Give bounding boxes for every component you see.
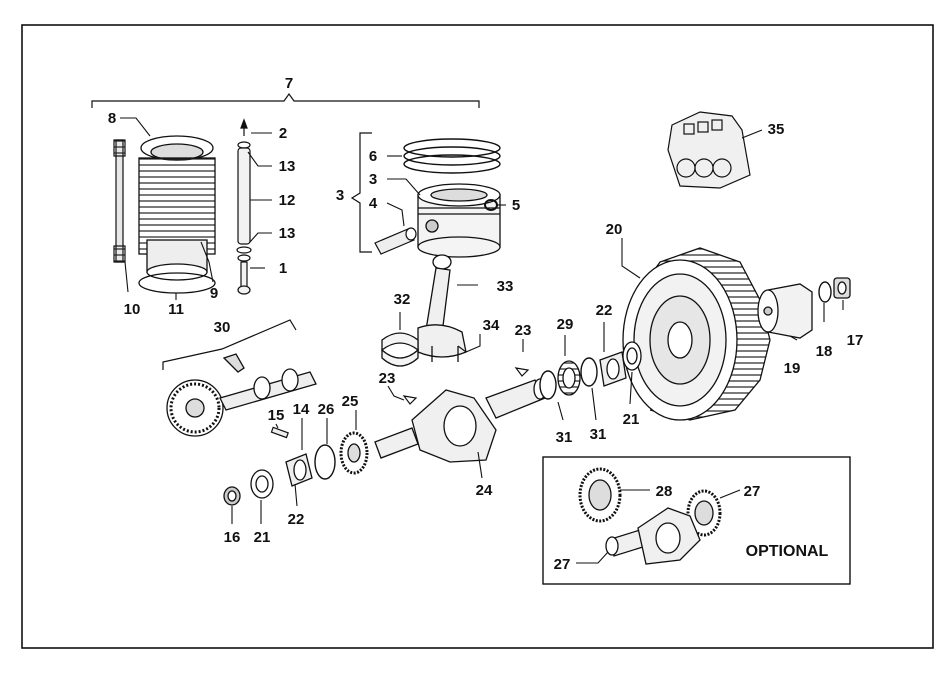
- rod-bearing-shells: [382, 333, 418, 366]
- callout-5: 5: [512, 197, 520, 214]
- crankshaft: [375, 379, 546, 462]
- callout-30: 30: [214, 319, 231, 336]
- cylinder-stud: [114, 140, 125, 262]
- bearing-support: [286, 454, 312, 486]
- callout-16: 16: [224, 529, 241, 546]
- callout-31: 31: [590, 426, 607, 443]
- main-bearing-left: [251, 470, 273, 498]
- piston-rings: [404, 139, 500, 173]
- callout-11: 11: [168, 301, 184, 318]
- callout-4: 4: [369, 195, 378, 212]
- callout-22: 22: [596, 302, 613, 319]
- callout-17: 17: [847, 332, 864, 349]
- woodruff-key: [516, 368, 528, 376]
- callout-10: 10: [124, 301, 141, 318]
- flywheel-washer: [819, 282, 831, 302]
- main-bearing-support: [600, 352, 626, 386]
- callout-31: 31: [556, 429, 573, 446]
- thrust-washer: [540, 371, 556, 399]
- thrust-washer: [581, 358, 597, 386]
- optional-label: OPTIONAL: [746, 543, 829, 560]
- callout-13: 13: [279, 225, 296, 242]
- crank-gear: [341, 433, 367, 473]
- callout-27: 27: [554, 556, 571, 573]
- callout-27: 27: [744, 483, 761, 500]
- woodruff-key: [404, 396, 416, 404]
- camshaft: [167, 354, 316, 436]
- callout-33: 33: [497, 278, 514, 295]
- optional-gear: [580, 469, 620, 521]
- callout-20: 20: [606, 221, 623, 238]
- cylinder-group-bracket: [92, 94, 479, 108]
- flywheel-nut: [834, 278, 850, 298]
- flywheel-hub: [758, 284, 812, 338]
- callout-25: 25: [342, 393, 359, 410]
- callout-8: 8: [108, 110, 116, 127]
- callout-35: 35: [768, 121, 785, 138]
- callout-34: 34: [483, 317, 500, 334]
- needle-bearing: [558, 361, 580, 395]
- callout-1: 1: [279, 260, 287, 277]
- optional-crankshaft: [606, 508, 700, 564]
- callout-24: 24: [476, 482, 493, 499]
- callout-6: 6: [369, 148, 377, 165]
- piston-pin: [375, 228, 416, 254]
- callout-28: 28: [656, 483, 673, 500]
- piston: [418, 184, 500, 257]
- callout-3-bracket: 3: [336, 187, 344, 204]
- callout-32: 32: [394, 291, 411, 308]
- dowel-pin: [271, 427, 288, 437]
- main-bearing: [623, 342, 641, 370]
- callout-9: 9: [210, 285, 218, 302]
- oil-seal: [224, 487, 240, 505]
- gasket-kit: [668, 112, 750, 188]
- callout-2: 2: [279, 125, 287, 142]
- callout-12: 12: [279, 192, 296, 209]
- callout-21: 21: [254, 529, 271, 546]
- callout-22: 22: [288, 511, 305, 528]
- spacer-ring: [315, 445, 335, 479]
- callout-23: 23: [379, 370, 396, 387]
- callout-23: 23: [515, 322, 532, 339]
- callout-13: 13: [279, 158, 296, 175]
- callout-7: 7: [285, 75, 293, 92]
- callout-14: 14: [293, 401, 310, 418]
- callout-19: 19: [784, 360, 801, 377]
- callout-26: 26: [318, 401, 335, 418]
- cylinder-barrel: [139, 136, 215, 293]
- callout-15: 15: [268, 407, 285, 424]
- callout-18: 18: [816, 343, 833, 360]
- callout-21: 21: [623, 411, 640, 428]
- callout-29: 29: [557, 316, 574, 333]
- callout-3: 3: [369, 171, 377, 188]
- flywheel: [623, 248, 770, 420]
- pushrod-tube: [237, 120, 251, 294]
